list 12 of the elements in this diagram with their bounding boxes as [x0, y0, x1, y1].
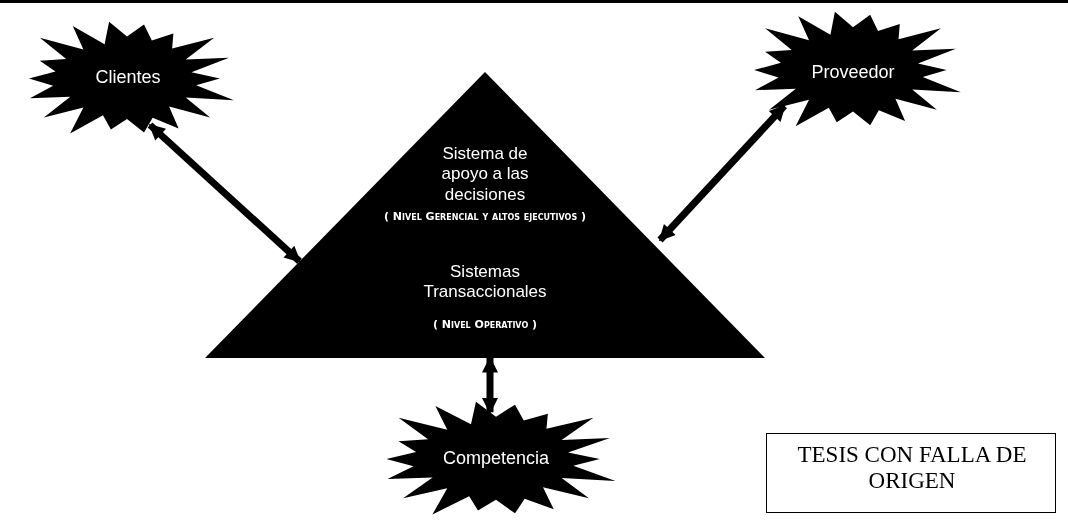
- level-caption: ( Nivel Operativo ): [431, 318, 539, 332]
- node-label: Proveedor: [810, 62, 896, 84]
- stamp-box: [766, 433, 1056, 513]
- node-label: Sistema de apoyo a las decisiones: [440, 144, 530, 206]
- double-arrow: [147, 122, 302, 264]
- node-label: Competencia: [441, 448, 551, 470]
- stamp-text: TESIS CON FALLA DE ORIGEN: [796, 442, 1028, 495]
- double-arrow: [482, 356, 498, 414]
- double-arrow: [657, 103, 788, 243]
- level-caption: ( Nivel Gerencial y altos ejecutivos ): [383, 210, 587, 224]
- node-label: Clientes: [94, 67, 162, 89]
- node-label: Sistemas Transaccionales: [422, 262, 548, 303]
